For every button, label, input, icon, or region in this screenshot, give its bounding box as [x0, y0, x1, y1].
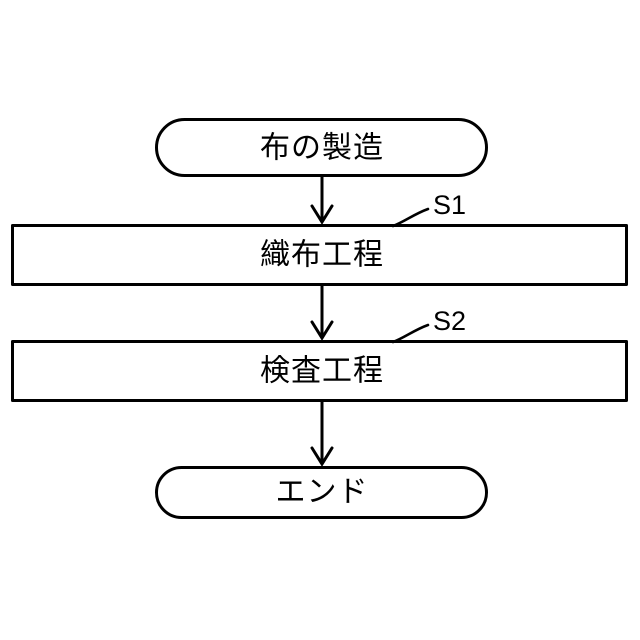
callout-s1-text: S1	[433, 190, 466, 220]
connector-start-to-s1	[310, 177, 334, 225]
connector-s1-to-s2	[310, 286, 334, 341]
callout-s2: S2	[391, 306, 466, 344]
connector-s2-to-end	[310, 402, 334, 467]
start-terminal-shape[interactable]	[155, 118, 488, 177]
node-step-s2[interactable]: 検査工程	[11, 340, 628, 402]
callout-s1-leader-line	[391, 207, 430, 228]
step-s2-label: 検査工程	[260, 354, 384, 389]
end-terminal-label: エンド	[276, 475, 369, 510]
start-terminal-label: 布の製造	[260, 131, 384, 166]
callout-s2-text: S2	[433, 306, 466, 336]
step-s1-label: 織布工程	[260, 238, 384, 273]
callout-s2-leader-line	[391, 323, 430, 344]
connector-1-arrowhead-icon	[310, 204, 334, 225]
node-step-s1[interactable]: 織布工程	[11, 224, 628, 286]
node-end[interactable]: エンド	[155, 466, 488, 519]
connector-2-arrowhead-icon	[310, 320, 334, 341]
step-s2-rect-shape[interactable]	[11, 340, 628, 402]
callout-s1: S1	[391, 190, 466, 228]
step-s1-rect-shape[interactable]	[11, 224, 628, 286]
node-start[interactable]: 布の製造	[155, 118, 488, 177]
connector-3-arrowhead-icon	[310, 446, 334, 467]
end-terminal-shape[interactable]	[155, 466, 488, 519]
